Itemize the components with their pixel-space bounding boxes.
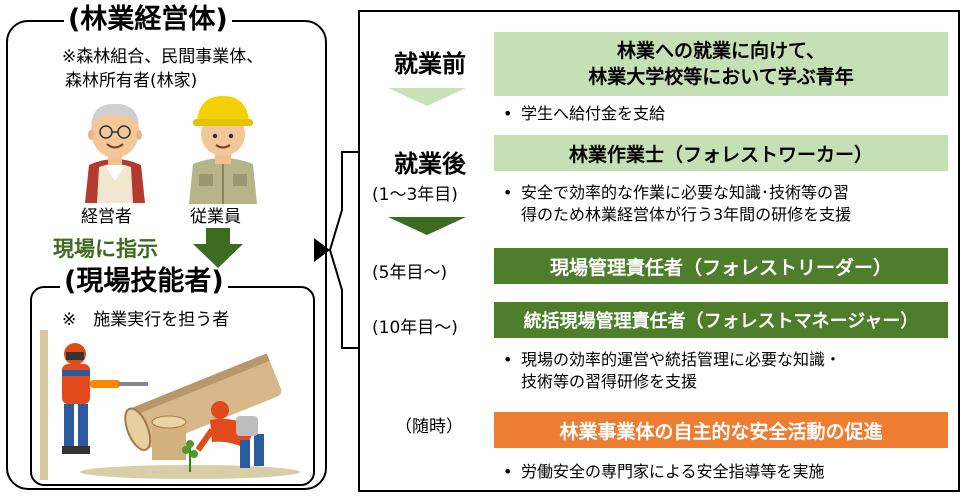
business-entity-title: (林業経営体) bbox=[64, 6, 232, 33]
stage-after-employment: 就業後 bbox=[394, 150, 466, 178]
bullet-safety-guidance: • 労働安全の専門家による安全指導等を実施 bbox=[503, 461, 953, 483]
box-forest-leader: 現場管理責任者（フォレストリーダー） bbox=[494, 248, 948, 284]
stage-before-employment: 就業前 bbox=[394, 50, 466, 78]
worker-helmet-illustration bbox=[189, 96, 257, 204]
down-arrow-icon bbox=[193, 228, 243, 268]
bullet-training-support: • 安全で効率的な作業に必要な知識･技術等の習 得のため林業経営体が行う3年間の… bbox=[503, 182, 953, 226]
bullet-manager-training-line2: 技術等の習得研修を支援 bbox=[521, 372, 698, 391]
business-entity-note-line2: 森林所有者(林家) bbox=[65, 71, 198, 91]
field-technician-title: (現場技能者) bbox=[60, 268, 228, 295]
manager-label: 経営者 bbox=[81, 207, 132, 227]
bullet-mark: • bbox=[503, 350, 513, 369]
instruction-label: 現場に指示 bbox=[53, 237, 158, 261]
box-forest-manager: 統括現場管理責任者（フォレストマネージャー） bbox=[494, 302, 948, 338]
bullet-student-grant-text: 学生へ給付金を支給 bbox=[521, 104, 666, 123]
bullet-mark: • bbox=[503, 183, 513, 202]
bullet-manager-training: • 現場の効率的運営や統括管理に必要な知識・ 技術等の習得研修を支援 bbox=[503, 349, 953, 393]
box-forest-worker: 林業作業士（フォレストワーカー） bbox=[494, 135, 948, 171]
anytime-label: （随時） bbox=[395, 417, 463, 437]
forestry-workers-illustration bbox=[40, 330, 300, 480]
bullet-manager-training-line1: 現場の効率的運営や統括管理に必要な知識・ bbox=[521, 350, 842, 369]
year5-label: (5年目〜) bbox=[372, 263, 448, 283]
box-safety-activities: 林業事業体の自主的な安全活動の促進 bbox=[494, 412, 948, 448]
bullet-safety-guidance-text: 労働安全の専門家による安全指導等を実施 bbox=[521, 462, 825, 481]
bullet-training-support-line1: 安全で効率的な作業に必要な知識･技術等の習 bbox=[521, 183, 850, 202]
dark-down-arrow-icon bbox=[388, 217, 466, 235]
box-forestry-college-youth: 林業への就業に向けて、 林業大学校等において学ぶ青年 bbox=[494, 32, 948, 96]
box-forestry-college-youth-line1: 林業への就業に向けて、 bbox=[616, 40, 826, 62]
bullet-training-support-line2: 得のため林業経営体が行う3年間の研修を支援 bbox=[521, 205, 852, 224]
bullet-student-grant: • 学生へ給付金を支給 bbox=[503, 103, 943, 125]
bullet-mark: • bbox=[503, 104, 513, 123]
after-years-label: (1〜3年目) bbox=[372, 185, 458, 205]
career-path-frame bbox=[358, 10, 960, 492]
box-forestry-college-youth-line2: 林業大学校等において学ぶ青年 bbox=[588, 66, 854, 88]
light-down-arrow-icon bbox=[388, 88, 466, 106]
bullet-mark: • bbox=[503, 462, 513, 481]
elderly-manager-illustration bbox=[85, 103, 145, 203]
bracket-arrow bbox=[314, 151, 360, 349]
employee-label: 従業員 bbox=[190, 207, 241, 227]
business-entity-note-line1: ※森林組合、民間事業体、 bbox=[62, 47, 264, 67]
year10-label: (10年目〜) bbox=[372, 318, 458, 338]
field-technician-note: ※ 施業実行を担う者 bbox=[62, 310, 230, 330]
